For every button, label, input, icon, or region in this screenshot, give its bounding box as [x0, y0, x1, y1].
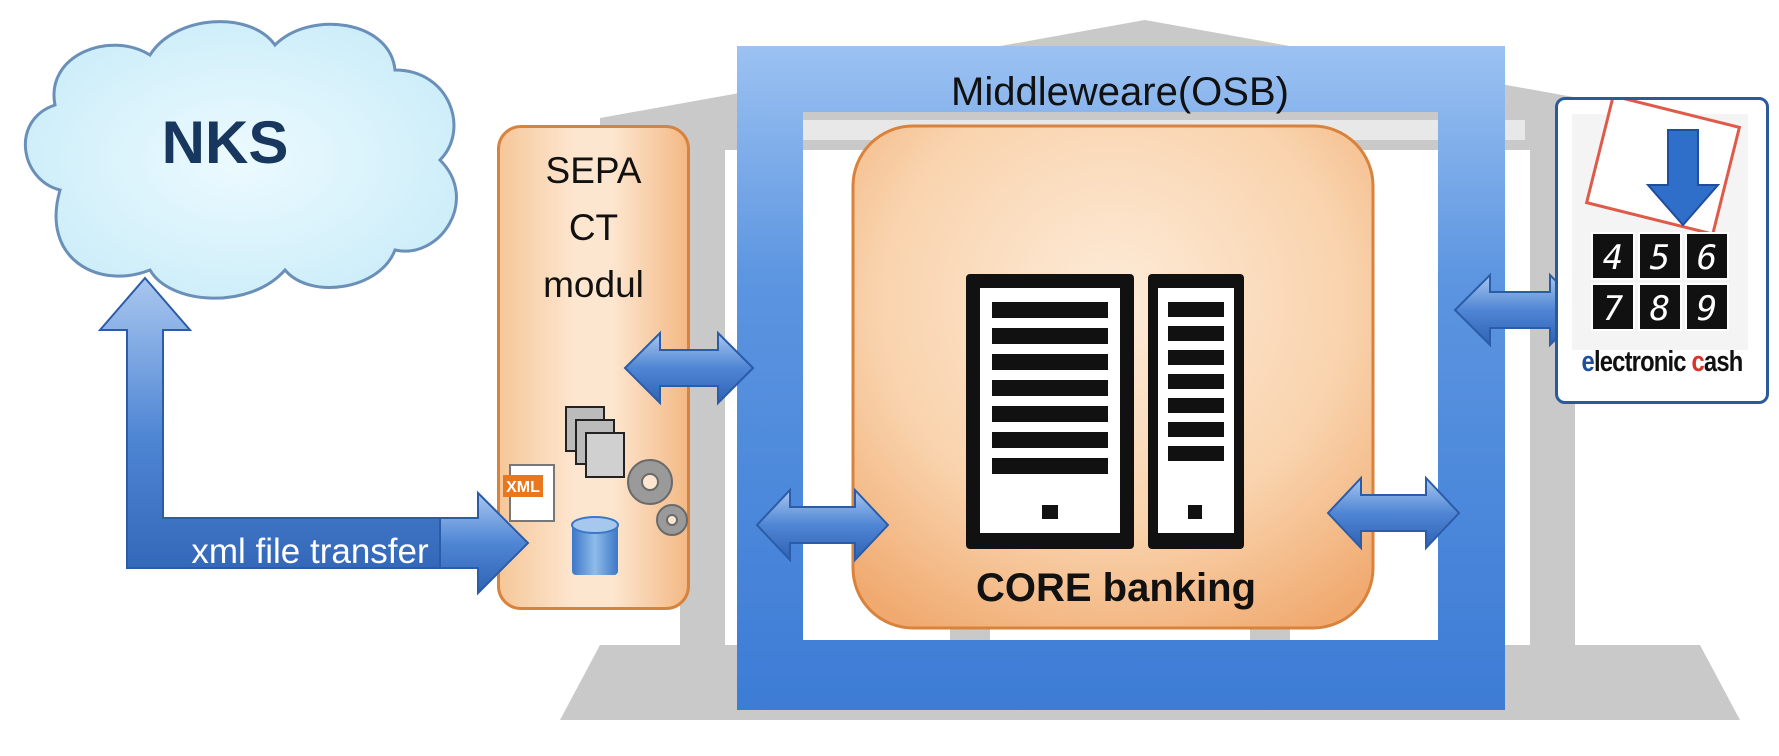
xml-transfer-arrowhead: [439, 490, 530, 596]
xml-file-icon: XML: [503, 464, 555, 522]
ec-brand-e: e: [1581, 346, 1595, 378]
documents-stack-icon: [565, 406, 625, 478]
middleware-label: Middleweare(OSB): [951, 70, 1289, 114]
ec-brand-c: c: [1691, 346, 1704, 378]
middleware-frame: [737, 46, 1505, 710]
electronic-cash-card: 4 5 6 7 8 9: [1555, 97, 1769, 404]
server-rack-icon: [966, 274, 1244, 549]
keypad-digit: 9: [1685, 283, 1729, 331]
electronic-cash-label: electronic cash: [1578, 346, 1745, 379]
xml-transfer-label: xml file transfer: [191, 532, 429, 571]
keypad-digit: 4: [1591, 232, 1635, 280]
sepa-label-line3: modul: [543, 264, 644, 305]
sepa-middleware-arrow: [623, 330, 755, 406]
cloud-icon: [23, 20, 458, 300]
keypad-digit: 5: [1638, 232, 1682, 280]
nks-label: NKS: [161, 109, 289, 176]
gears-icon: [627, 459, 688, 536]
ec-brand-ash: ash: [1703, 346, 1743, 378]
core-middleware-right-arrow: [1326, 475, 1461, 551]
ec-brand-lectronic: lectronic: [1593, 346, 1692, 378]
xml-badge-text: XML: [506, 479, 540, 496]
sepa-label-line1: SEPA: [545, 150, 642, 191]
sepa-label-line2: CT: [568, 207, 619, 248]
keypad-digit: 6: [1685, 232, 1729, 280]
middleware-core-left-arrow: [755, 487, 890, 563]
database-icon: [571, 516, 619, 575]
core-banking-label: CORE banking: [975, 566, 1257, 610]
keypad-digit: 8: [1638, 283, 1682, 331]
keypad-digit: 7: [1591, 283, 1635, 331]
